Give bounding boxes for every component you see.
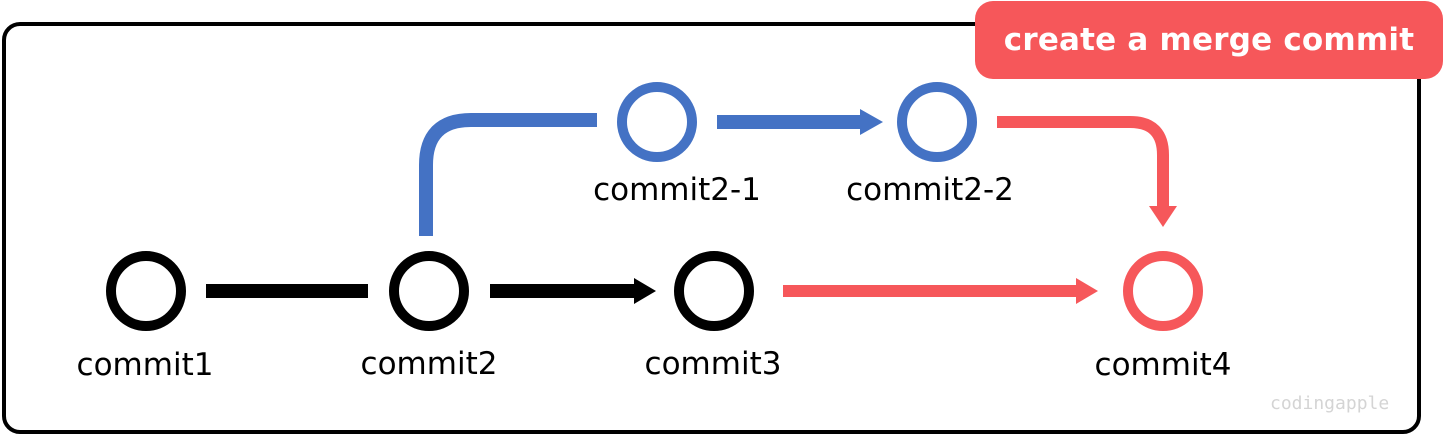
edge-commit2-commit2-1	[419, 113, 597, 236]
edge-commit2-2-commit4-arrowhead	[1149, 206, 1177, 227]
commit2-node	[389, 251, 469, 331]
commit1-label: commit1	[76, 347, 214, 383]
edge-commit2-commit3-arrowhead	[634, 278, 656, 304]
diagram-frame	[2, 22, 1421, 434]
commit2-2-node	[897, 82, 977, 162]
edge-commit3-commit4-arrowhead	[1076, 278, 1098, 304]
diagram-title: create a merge commit	[1003, 22, 1415, 58]
title-badge: create a merge commit	[975, 1, 1443, 79]
edge-commit2-2-commit4	[997, 116, 1169, 208]
commit3-node	[674, 251, 754, 331]
commit2-1-node	[617, 82, 697, 162]
commit4-node	[1123, 251, 1203, 331]
edge-commit2-1-commit2-2-arrowhead	[860, 109, 883, 135]
commit3-label: commit3	[644, 346, 782, 382]
commit1-node	[106, 251, 186, 331]
commit2-1-label: commit2-1	[593, 172, 761, 208]
commit2-label: commit2	[360, 346, 498, 382]
commit4-label: commit4	[1094, 347, 1232, 383]
commit2-2-label: commit2-2	[846, 172, 1014, 208]
watermark: codingapple	[1270, 393, 1390, 414]
